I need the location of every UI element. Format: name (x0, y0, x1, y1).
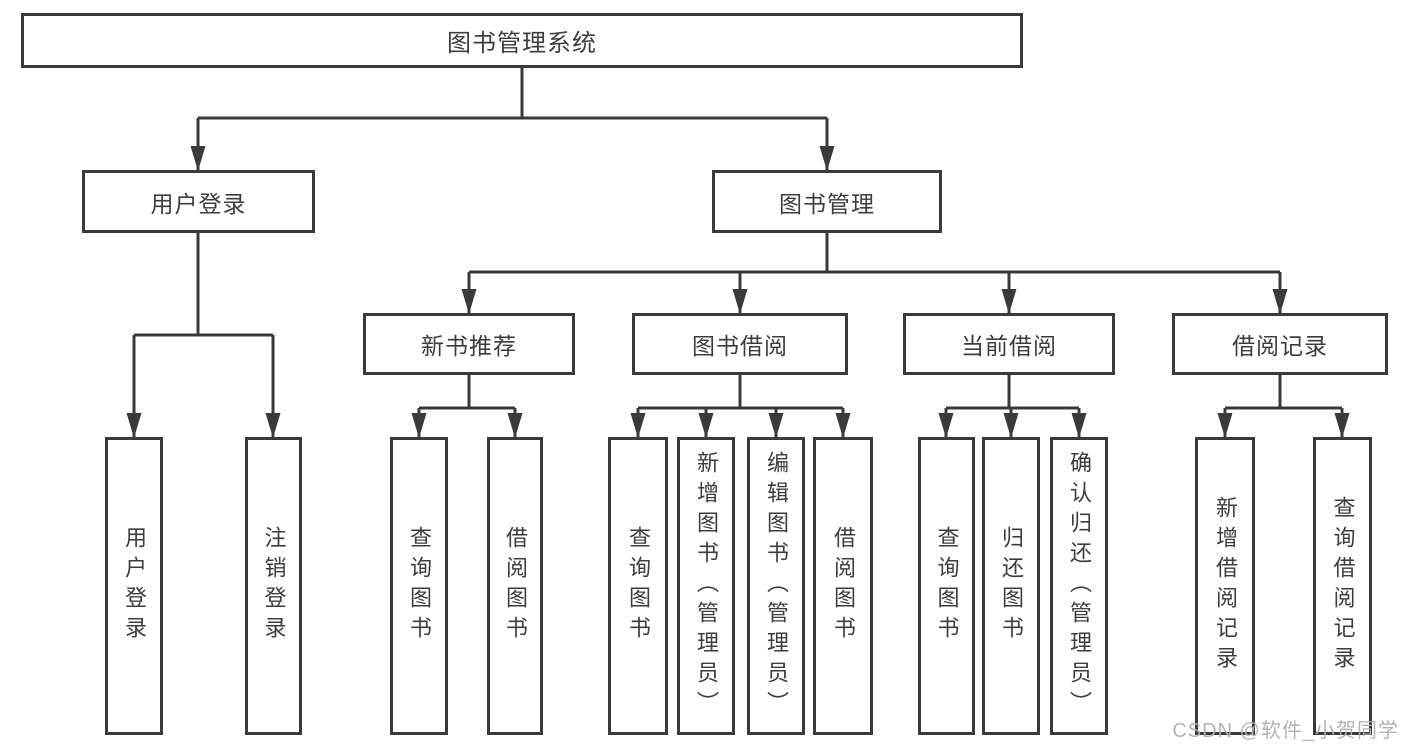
leaf-borrow-query-books-label: 查询图书 (626, 526, 651, 646)
connector-book-management-children (461, 233, 1288, 314)
leaf-record-query: 查询借阅记录 (1313, 437, 1372, 735)
leaf-borrow-borrow-books-label: 借阅图书 (831, 526, 856, 646)
leaf-current-return-books-label: 归还图书 (999, 526, 1024, 646)
leaf-recommend-borrow-books: 借阅图书 (487, 437, 543, 735)
leaf-current-confirm-return-label: 确认归还（管理员） (1067, 451, 1092, 721)
connector-book-borrow-children (630, 375, 851, 438)
node-new-book-recommend: 新书推荐 (363, 313, 575, 375)
leaf-recommend-query-books: 查询图书 (390, 437, 448, 735)
leaf-current-query-books-label: 查询图书 (934, 526, 960, 646)
leaf-borrow-add-books: 新增图书（管理员） (677, 437, 735, 735)
leaf-recommend-query-books-label: 查询图书 (407, 526, 432, 646)
node-root-system: 图书管理系统 (21, 13, 1023, 68)
leaf-current-return-books: 归还图书 (982, 437, 1040, 735)
leaf-borrow-borrow-books: 借阅图书 (813, 437, 873, 735)
leaf-record-add-label: 新增借阅记录 (1213, 496, 1238, 676)
leaf-current-confirm-return: 确认归还（管理员） (1050, 437, 1108, 735)
leaf-user-login: 用户登录 (105, 437, 163, 735)
leaf-record-query-label: 查询借阅记录 (1330, 496, 1356, 676)
leaf-borrow-query-books: 查询图书 (608, 437, 668, 735)
node-book-borrow: 图书借阅 (632, 313, 848, 375)
leaf-borrow-edit-books: 编辑图书（管理员） (747, 437, 805, 735)
connector-new-book-recommend-children (411, 375, 523, 438)
leaf-user-login-label: 用户登录 (122, 526, 147, 646)
node-user-login: 用户登录 (82, 170, 315, 233)
node-current-borrow: 当前借阅 (903, 313, 1115, 375)
connector-borrow-record-children (1217, 375, 1350, 438)
leaf-record-add: 新增借阅记录 (1195, 437, 1255, 735)
leaf-borrow-edit-books-label: 编辑图书（管理员） (764, 451, 789, 721)
connector-user-login-children (126, 233, 281, 438)
leaf-logout: 注销登录 (245, 437, 302, 735)
leaf-logout-label: 注销登录 (261, 526, 287, 646)
leaf-borrow-add-books-label: 新增图书（管理员） (694, 451, 719, 721)
leaf-recommend-borrow-books-label: 借阅图书 (503, 526, 528, 646)
csdn-watermark: CSDN @软件_小贺同学 (1172, 720, 1399, 742)
connector-current-borrow-children (938, 375, 1087, 438)
node-book-management: 图书管理 (712, 170, 942, 233)
leaf-current-query-books: 查询图书 (918, 437, 975, 735)
node-borrow-record: 借阅记录 (1172, 313, 1388, 375)
connector-root-to-level2 (190, 68, 835, 171)
